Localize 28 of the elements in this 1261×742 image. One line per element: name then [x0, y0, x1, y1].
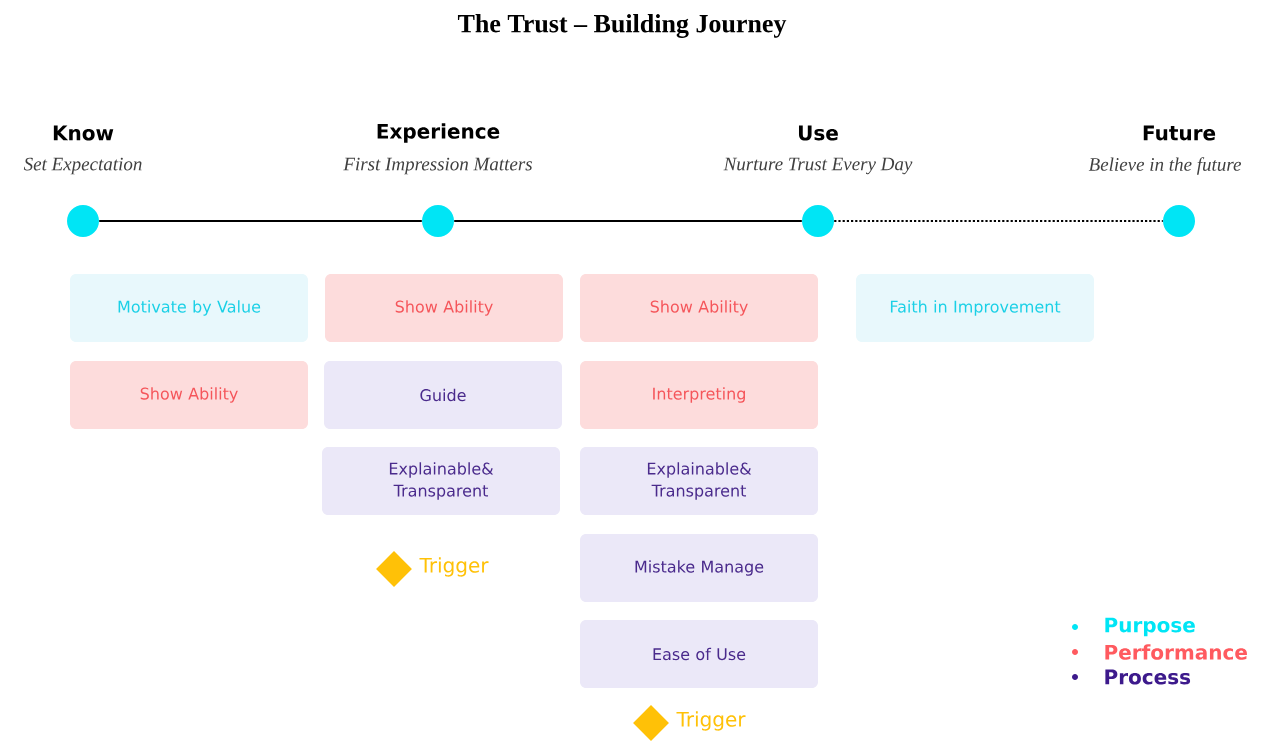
stage-card: Motivate by Value — [70, 274, 308, 342]
stage-heading: Experience — [377, 123, 500, 143]
timeline-line — [98, 220, 423, 222]
stage-subtitle: First Impression Matters — [343, 157, 533, 175]
stage-card: Interpreting — [580, 361, 818, 429]
stage-card: Ease of Use — [580, 620, 818, 688]
timeline-line — [834, 219, 1163, 223]
title: The Trust – Building Journey — [457, 14, 787, 38]
stage-card: Show Ability — [580, 274, 818, 342]
stage-card: Explainable& Transparent — [322, 447, 560, 515]
trigger-label: Trigger — [419, 557, 489, 577]
stage-card: Faith in Improvement — [856, 274, 1094, 342]
trigger-label: Trigger — [676, 711, 746, 731]
legend-label: Process — [1105, 669, 1191, 685]
legend-label: Performance — [1105, 644, 1247, 660]
stage-card: Show Ability — [70, 361, 308, 429]
stage-subtitle: Believe in the future — [1088, 157, 1241, 175]
stage-card: Guide — [324, 361, 562, 429]
stage-heading: Know — [53, 125, 114, 141]
stage-heading: Use — [799, 125, 838, 141]
timeline-line — [453, 220, 803, 222]
stage-heading: Future — [1143, 125, 1216, 141]
stage-subtitle: Nurture Trust Every Day — [723, 157, 913, 175]
stage-card: Mistake Manage — [580, 534, 818, 602]
stage-card: Explainable& Transparent — [580, 447, 818, 515]
legend-label: Purpose — [1105, 617, 1195, 637]
stage-card: Show Ability — [325, 274, 563, 342]
stage-subtitle: Set Expectation — [23, 157, 142, 175]
